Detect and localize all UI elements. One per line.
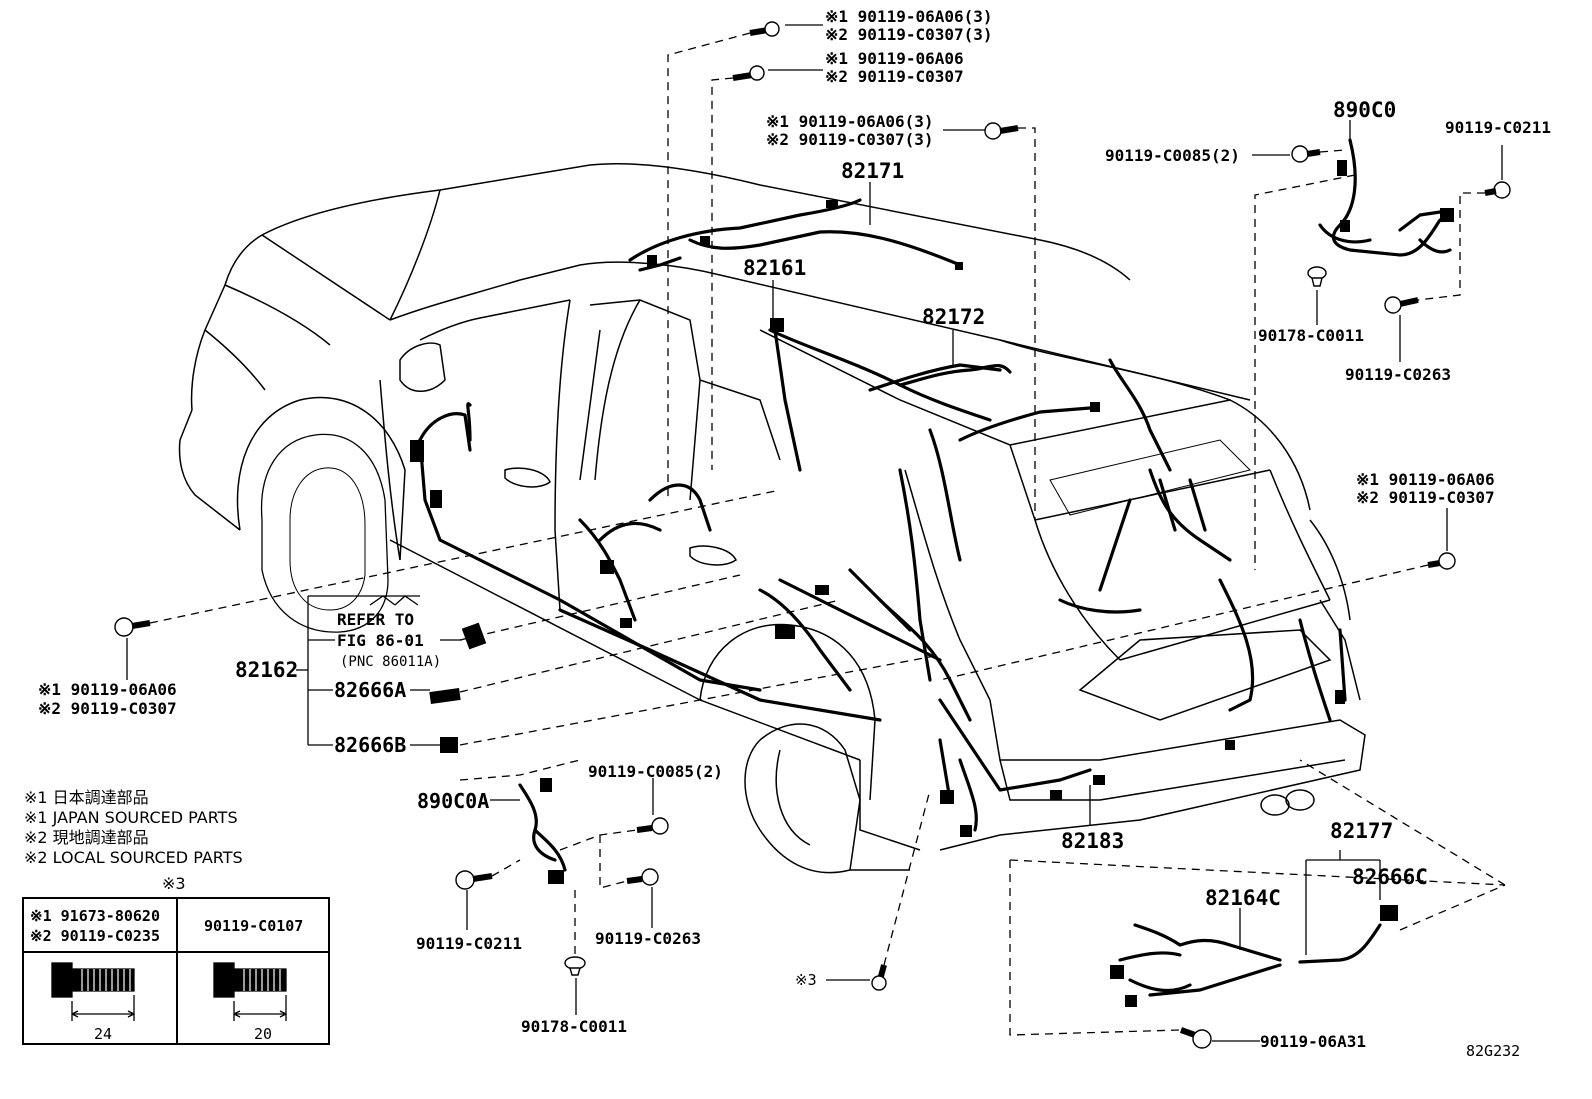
label-82162: 82162 [235,658,298,682]
table-right-dim: 20 [254,1025,273,1043]
table-vertical-divider [176,899,178,1043]
table-left-line-2: ※2 90119-C0235 [30,927,160,945]
label-82161: 82161 [743,256,806,280]
refer-arrows [369,595,419,606]
bolt-left [114,617,151,637]
label-82183: 82183 [1061,829,1124,853]
label-top-bolt-1a: ※1 90119-06A06(3) [825,7,993,26]
note-local-jp: ※2 現地調達部品 [24,828,149,847]
label-right-bolt-a: ※1 90119-06A06 [1356,470,1495,489]
bolt-c0085-top [1291,145,1321,163]
label-90119-C0263-top: 90119-C0263 [1345,365,1451,384]
label-star3: ※3 [795,971,817,989]
table-horizontal-divider [24,951,328,953]
bolt-right [1427,552,1456,570]
label-left-bolt-b: ※2 90119-C0307 [38,699,177,718]
connectors [410,160,1454,1007]
note-japan-jp: ※1 日本調達部品 [24,788,149,807]
label-890C0: 890C0 [1333,98,1396,122]
note-local-en: ※2 LOCAL SOURCED PARTS [24,848,243,867]
bolt-c0085-bot [636,817,669,835]
bolt-c0211-bot [455,870,493,890]
label-82666C: 82666C [1352,865,1428,889]
bolt-top-3 [984,122,1019,140]
bolt-c0211-top [1484,181,1511,199]
label-refer-to: REFER TO [337,610,414,629]
bolt-c0263-bot [626,868,659,886]
label-82177: 82177 [1330,819,1393,843]
label-82164C: 82164C [1205,886,1281,910]
label-90119-06A31: 90119-06A31 [1260,1032,1366,1051]
bolt-top-1 [749,21,780,37]
vehicle-body-outline [178,162,1366,874]
label-top-bolt-3b: ※2 90119-C0307(3) [766,130,934,149]
label-pnc-86011a: (PNC 86011A) [340,654,441,670]
flange-bolt-long-icon [51,962,135,1021]
label-90119-C0085-2-bot: 90119-C0085(2) [588,762,723,781]
label-90119-C0085-2-top: 90119-C0085(2) [1105,146,1240,165]
note-star3: ※3 [162,874,186,893]
label-82666B: 82666B [334,733,406,757]
label-right-bolt-b: ※2 90119-C0307 [1356,488,1495,507]
table-left-line-1: ※1 91673-80620 [30,907,160,925]
label-90178-C0011-top: 90178-C0011 [1258,326,1364,345]
table-left-dim: 24 [94,1025,113,1043]
label-90119-C0211-bot: 90119-C0211 [416,934,522,953]
clip-c0011-top [1307,266,1327,287]
bolt-06a31 [1179,1027,1212,1049]
label-top-bolt-2b: ※2 90119-C0307 [825,67,964,86]
label-left-bolt-a: ※1 90119-06A06 [38,680,177,699]
label-82171: 82171 [841,159,904,183]
label-top-bolt-2a: ※1 90119-06A06 [825,49,964,68]
fasteners [114,21,1511,1049]
table-bolt-drawings [51,962,287,1021]
label-82666A: 82666A [334,678,406,702]
clip-c0011-bot [564,956,586,976]
table-right-header: 90119-C0107 [204,917,304,935]
flange-bolt-short-icon [213,962,287,1021]
fastener-table: ※1 91673-80620 ※2 90119-C0235 90119-C010… [22,897,330,1045]
part-labels: ※1 90119-06A06(3) ※2 90119-C0307(3) ※1 9… [38,7,1551,1060]
leader-lines [126,24,1503,1042]
bolt-c0263-top [1384,296,1419,314]
label-top-bolt-1b: ※2 90119-C0307(3) [825,25,993,44]
label-90119-C0211-top: 90119-C0211 [1445,118,1551,137]
figure-code: 82G232 [1466,1042,1520,1060]
note-japan-en: ※1 JAPAN SOURCED PARTS [24,808,238,827]
label-890C0A: 890C0A [417,789,489,813]
label-top-bolt-3a: ※1 90119-06A06(3) [766,112,934,131]
reference-lines [149,32,1506,1036]
wiring-harnesses [418,138,1452,997]
bolt-top-2 [732,65,765,81]
label-fig-86-01: FIG 86-01 [337,631,424,650]
label-90119-C0263-bot: 90119-C0263 [595,929,701,948]
label-90178-C0011-bot: 90178-C0011 [521,1017,627,1036]
label-82172: 82172 [922,305,985,329]
bolt-star3 [871,964,887,991]
